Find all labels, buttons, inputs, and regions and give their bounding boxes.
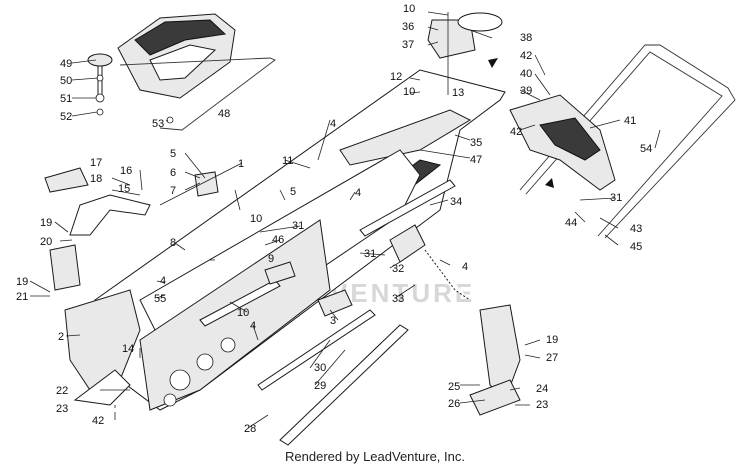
callout-4: 4 bbox=[462, 261, 468, 273]
callout-25: 25 bbox=[448, 381, 460, 393]
callout-23: 23 bbox=[536, 399, 548, 411]
callout-4: 4 bbox=[330, 118, 336, 130]
callout-37: 37 bbox=[402, 39, 414, 51]
callout-13: 13 bbox=[452, 87, 464, 99]
callout-55: 55 bbox=[154, 293, 166, 305]
callout-23: 23 bbox=[56, 403, 68, 415]
tunnel-assembly bbox=[64, 69, 506, 411]
callout-31: 31 bbox=[292, 220, 304, 232]
callout-36: 36 bbox=[402, 21, 414, 33]
callout-39: 39 bbox=[520, 85, 532, 97]
callout-42: 42 bbox=[510, 126, 522, 138]
callout-4: 4 bbox=[250, 320, 256, 332]
callout-19: 19 bbox=[40, 217, 52, 229]
callout-9: 9 bbox=[268, 253, 274, 265]
rails bbox=[199, 179, 456, 446]
callout-10: 10 bbox=[403, 3, 415, 15]
footer-credit: Rendered by LeadVenture, Inc. bbox=[285, 449, 465, 464]
callout-44: 44 bbox=[565, 217, 577, 229]
rear-bracket-36-38 bbox=[427, 12, 503, 59]
callout-26: 26 bbox=[448, 398, 460, 410]
callout-42: 42 bbox=[92, 415, 104, 427]
callout-53: 53 bbox=[152, 118, 164, 130]
callout-50: 50 bbox=[60, 75, 72, 87]
callout-48: 48 bbox=[218, 108, 230, 120]
callout-16: 16 bbox=[120, 165, 132, 177]
callout-28: 28 bbox=[244, 423, 256, 435]
callout-4: 4 bbox=[355, 187, 361, 199]
direction-arrows bbox=[488, 58, 554, 188]
callout-38: 38 bbox=[520, 32, 532, 44]
callout-27: 27 bbox=[546, 352, 558, 364]
callout-5: 5 bbox=[170, 148, 176, 160]
callout-42: 42 bbox=[520, 50, 532, 62]
callout-18: 18 bbox=[90, 173, 102, 185]
callout-54: 54 bbox=[640, 143, 652, 155]
callout-19: 19 bbox=[16, 276, 28, 288]
callout-49: 49 bbox=[60, 58, 72, 70]
callout-31: 31 bbox=[610, 192, 622, 204]
callout-7: 7 bbox=[170, 185, 176, 197]
callout-43: 43 bbox=[630, 223, 642, 235]
callout-31: 31 bbox=[364, 248, 376, 260]
callout-10: 10 bbox=[250, 213, 262, 225]
callout-1: 1 bbox=[238, 158, 244, 170]
callout-32: 32 bbox=[392, 263, 404, 275]
callout-40: 40 bbox=[520, 68, 532, 80]
parts-diagram: VENTURE bbox=[16, 3, 736, 446]
callout-19: 19 bbox=[546, 334, 558, 346]
callout-34: 34 bbox=[450, 196, 462, 208]
callout-4: 4 bbox=[160, 275, 166, 287]
callout-33: 33 bbox=[392, 293, 404, 305]
callout-24: 24 bbox=[536, 383, 548, 395]
callout-45: 45 bbox=[630, 241, 642, 253]
callout-12: 12 bbox=[390, 71, 402, 83]
left-side-parts bbox=[44, 167, 219, 291]
callout-10: 10 bbox=[403, 86, 415, 98]
callout-29: 29 bbox=[314, 380, 326, 392]
callout-41: 41 bbox=[624, 115, 636, 127]
callout-52: 52 bbox=[60, 111, 72, 123]
callout-22: 22 bbox=[56, 385, 68, 397]
callout-30: 30 bbox=[314, 362, 326, 374]
callout-5: 5 bbox=[290, 186, 296, 198]
right-lower-parts bbox=[264, 224, 521, 416]
callout-20: 20 bbox=[40, 236, 52, 248]
callout-8: 8 bbox=[170, 237, 176, 249]
callout-10: 10 bbox=[237, 307, 249, 319]
callout-3: 3 bbox=[330, 315, 336, 327]
callout-6: 6 bbox=[170, 167, 176, 179]
callout-51: 51 bbox=[60, 93, 72, 105]
callout-15: 15 bbox=[118, 183, 130, 195]
callout-2: 2 bbox=[58, 331, 64, 343]
callout-11: 11 bbox=[282, 155, 293, 167]
watermark-text: VENTURE bbox=[330, 278, 475, 308]
callout-46: 46 bbox=[272, 234, 284, 246]
callouts: 1 2 3 4 4 4 4 4 5 5 6 7 8 9 10 10 10 10 … bbox=[16, 3, 652, 435]
rear-flap-41 bbox=[509, 94, 616, 191]
callout-17: 17 bbox=[90, 157, 102, 169]
callout-21: 21 bbox=[16, 291, 28, 303]
callout-47: 47 bbox=[470, 154, 482, 166]
leader-lines bbox=[29, 11, 661, 429]
callout-35: 35 bbox=[470, 137, 482, 149]
storage-bag-48 bbox=[117, 13, 276, 131]
callout-14: 14 bbox=[122, 343, 134, 355]
